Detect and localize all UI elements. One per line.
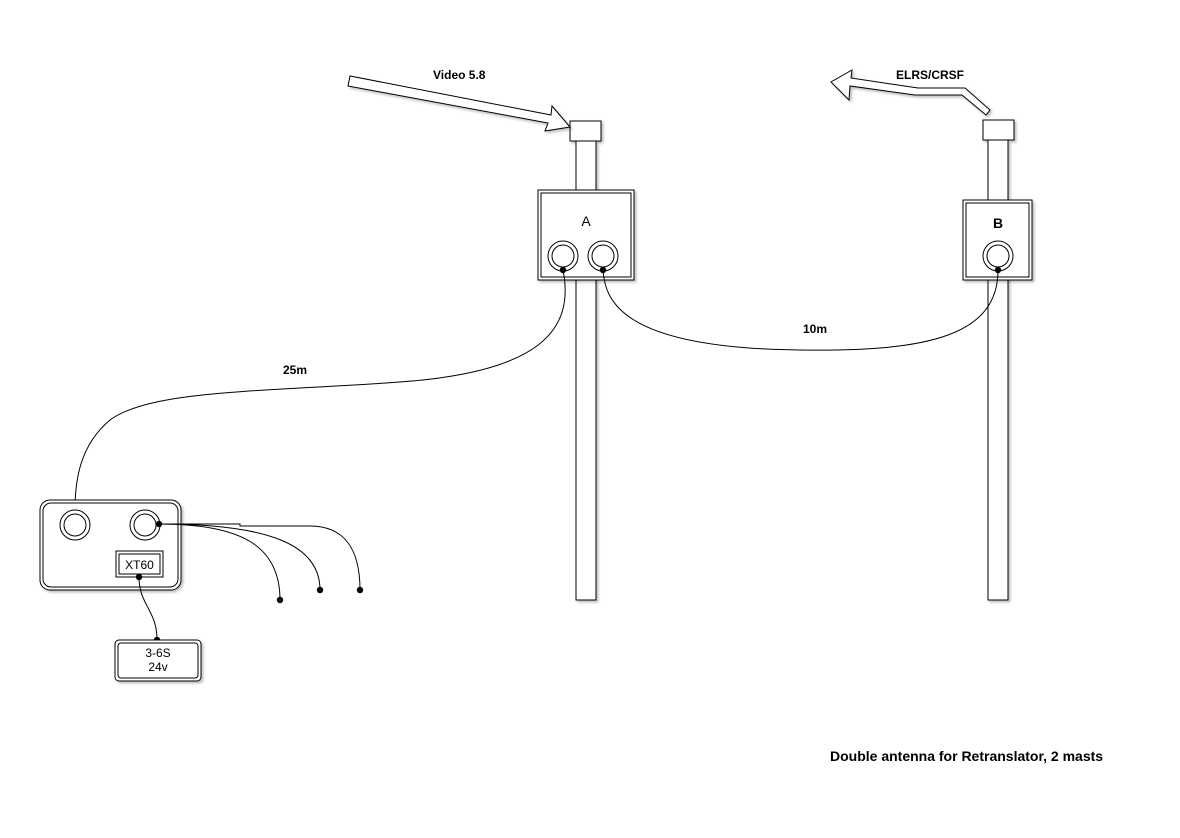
cable-25m [74, 269, 566, 511]
box-b-port [982, 240, 1014, 272]
battery-line-1: 3-6S [145, 646, 170, 660]
battery-cable-end-top [135, 573, 143, 581]
box-a-port-1 [547, 240, 579, 272]
cable-10m-end-a [599, 266, 607, 274]
battery-line-2: 24v [148, 660, 167, 674]
cable-10m [602, 269, 999, 351]
cable-10m-end-b [994, 266, 1002, 274]
control-signal-arrow [830, 69, 991, 116]
box-a-port-2 [587, 240, 619, 272]
cable-25m-label: 25m [283, 363, 307, 377]
control-signal-label: ELRS/CRSF [896, 68, 964, 82]
xt60-label: XT60 [125, 558, 154, 572]
battery-cable [138, 576, 158, 641]
xt60-connector [115, 550, 164, 578]
mast-b [982, 119, 1015, 601]
box-b-label: B [993, 215, 1003, 231]
base-unit-port-1 [59, 509, 91, 541]
base-unit-port-2 [129, 509, 161, 541]
video-signal-arrow [347, 75, 571, 132]
battery [114, 639, 202, 682]
video-signal-label: Video 5.8 [433, 68, 486, 82]
diagram-caption: Double antenna for Retranslator, 2 masts [830, 748, 1103, 764]
output-cables [155, 520, 364, 604]
cable-10m-label: 10m [803, 322, 827, 336]
box-a-label: A [581, 213, 591, 229]
cable-25m-end-top [559, 266, 567, 274]
